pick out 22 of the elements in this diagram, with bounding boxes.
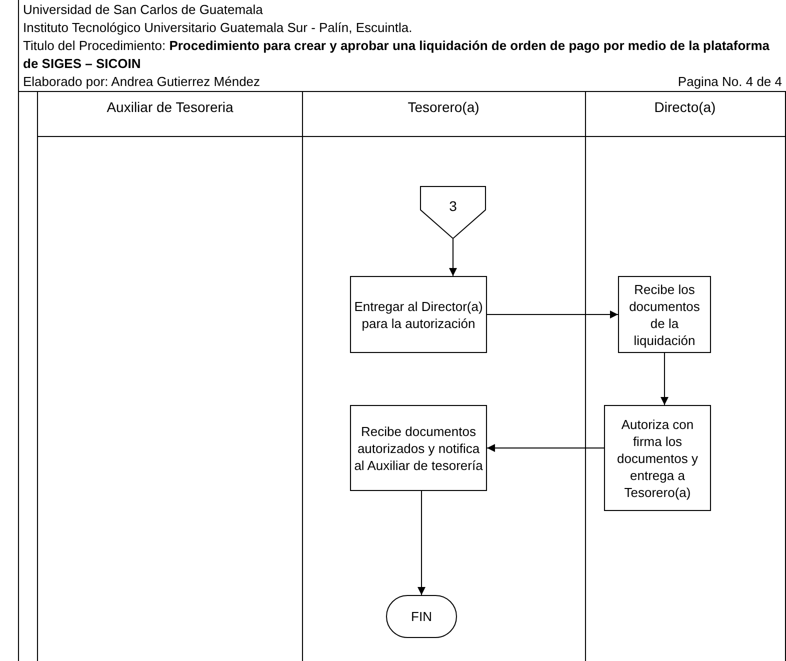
lane-header: Tesorero(a) [408, 99, 480, 115]
swimlane [38, 92, 303, 661]
header-text: Instituto Tecnológico Universitario Guatemala Sur - Palín, Escuintla. [23, 19, 412, 37]
author-text: Elaborado por: Andrea Gutierrez Méndez [23, 73, 260, 91]
swimlane [302, 92, 586, 661]
arrow [486, 310, 618, 318]
header-text: Universidad de San Carlos de Guatemala [23, 1, 263, 19]
arrow [418, 490, 426, 596]
arrow [660, 352, 668, 406]
process-box: Entregar al Director(a) para la autorización [350, 276, 487, 353]
terminator: FIN [386, 595, 457, 638]
arrow [449, 238, 457, 276]
swimlane [585, 92, 786, 661]
process-box: Recibe documentos autorizados y notifica al Auxiliar de tesorería [350, 405, 487, 491]
page-number: Pagina No. 4 de 4 [678, 73, 782, 91]
lane-header: Auxiliar de Tesoreria [106, 99, 234, 115]
lane-header: Directo(a) [654, 99, 716, 115]
off-page-connector: 3 [420, 186, 486, 239]
process-box: Recibe los documentos de la liquidación [618, 276, 711, 353]
process-box: Autoriza con firma los documentos y entrega a Tesorero(a) [604, 405, 711, 511]
arrow [486, 444, 604, 452]
procedure-title: Titulo del Procedimiento: Procedimiento para crear y aprobar una liquidación de orden de pago por medio de la plataforma de SIGES – SICOIN [23, 37, 771, 73]
